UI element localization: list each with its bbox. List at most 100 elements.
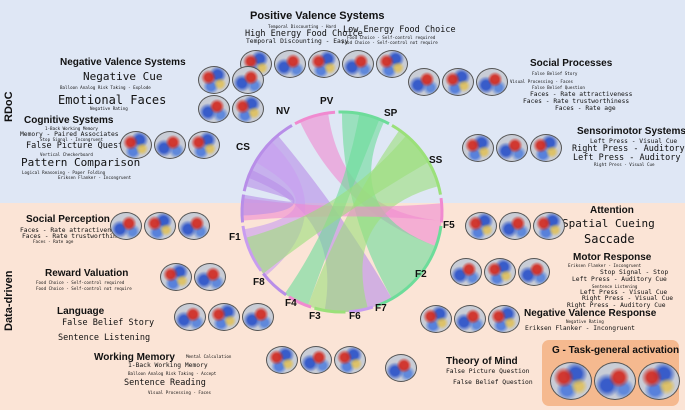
sp-line: Faces - Rate trustworthiness	[523, 98, 630, 105]
brain-map	[530, 134, 562, 162]
sp-line: False Belief Question	[532, 85, 585, 90]
pv-brains	[240, 50, 408, 78]
ss-line: Left Press - Visual Cue	[590, 138, 678, 145]
brain-map	[154, 131, 186, 159]
positive-valence-title: Positive Valence Systems	[250, 10, 385, 22]
brain-map	[454, 305, 486, 333]
task-general-title: G - Task-general activation	[552, 345, 680, 356]
lang-line: False Belief Story	[62, 318, 155, 328]
ss-line: Left Press - Auditory Cue	[573, 153, 685, 163]
chord-label-f4: F4	[285, 298, 297, 309]
rv-line: Food Choice - Self-control required	[36, 280, 125, 285]
mr-line: Sentence Listening	[592, 284, 638, 289]
chord-label-f3: F3	[309, 311, 321, 322]
chord-label-f8: F8	[253, 277, 265, 288]
spc-line: Faces - Rate age	[33, 239, 74, 244]
chord-arc	[375, 225, 443, 308]
brain-map	[533, 212, 565, 240]
att-brains	[465, 212, 565, 240]
language-title: Language	[57, 306, 105, 317]
brain-map	[110, 212, 142, 240]
brain-map	[484, 258, 516, 286]
brain-map	[408, 68, 440, 96]
nv-line: Balloon Analog Risk Taking - Explode	[60, 85, 151, 90]
mr-line: Right Press - Visual Cue	[582, 295, 673, 302]
wm-line: Visual Processing - Faces	[148, 390, 212, 395]
mr-brains	[450, 258, 550, 286]
brain-map	[488, 305, 520, 333]
brain-map	[476, 68, 508, 96]
brain-map	[342, 50, 374, 78]
working-memory-title: Working Memory	[94, 352, 175, 363]
attention-title: Attention	[590, 205, 634, 216]
chord-ribbon	[245, 135, 429, 274]
brain-map	[198, 95, 230, 123]
pv-line: High Energy Food Choice	[245, 29, 363, 39]
chord-arc	[241, 225, 263, 272]
tom-brains	[385, 354, 417, 382]
mr-line: Eriksen Flanker - Incongruent	[568, 263, 642, 268]
wm-line: Sentence Reading	[124, 378, 206, 388]
reward-title: Reward Valuation	[45, 268, 129, 279]
pv-line: Low Energy Food Choice	[343, 25, 456, 35]
cs-line: False Picture Question	[26, 141, 139, 151]
chord-label-ss: SS	[429, 155, 443, 166]
chord-arc	[240, 194, 245, 223]
sensorimotor-title: Sensorimotor Systems	[577, 126, 685, 137]
brain-map	[638, 362, 680, 400]
chord-label-f5: F5	[443, 220, 455, 231]
att-line: Spatial Cueing	[562, 217, 655, 230]
nvr-line: Eriksen Flanker - Incongruent	[525, 325, 635, 332]
negative-valence-title: Negative Valence Systems	[60, 57, 186, 68]
sp-brains	[408, 68, 508, 96]
brain-map	[232, 66, 264, 94]
mr-line: Left Press - Auditory Cue	[572, 276, 667, 283]
nv-brains	[198, 66, 264, 94]
chord-label-f1: F1	[229, 232, 241, 243]
brain-map	[198, 66, 230, 94]
wm-line: Balloon Analog Risk Taking - Accept	[128, 371, 217, 376]
chord-ribbons	[242, 112, 442, 312]
cs-line: 1-Back Working Memory	[45, 126, 98, 131]
spc-line: Faces - Rate attractiveness	[20, 227, 123, 234]
brain-map	[232, 95, 264, 123]
chord-arcs	[240, 110, 444, 314]
ss-line: Right Press - Visual Cue	[594, 162, 655, 167]
cs-line: Pattern Comparison	[21, 156, 141, 169]
brain-map	[499, 212, 531, 240]
cs-line: Vertical Checkerboard	[40, 152, 93, 157]
pv-line: Temporal Discounting - Hard	[268, 24, 337, 29]
brain-map	[462, 134, 494, 162]
brain-map	[450, 258, 482, 286]
chord-ribbon	[307, 130, 439, 312]
pv-line: Food Choice - Self-control required	[347, 35, 436, 40]
att-line: Saccade	[584, 232, 635, 246]
chord-arc	[262, 272, 287, 297]
wm-line: Mental Calculation	[186, 354, 232, 359]
brain-map	[274, 50, 306, 78]
mr-line: Right Press - Auditory Cue	[567, 302, 666, 309]
task-general-brains	[550, 362, 680, 400]
chord-arc	[242, 124, 293, 192]
negative-response-title: Negative Valence Response	[524, 308, 657, 319]
brain-map	[120, 131, 152, 159]
spc-line: Faces - Rate trustworthiness	[22, 233, 129, 240]
chord-arc	[439, 197, 444, 223]
brain-map	[194, 263, 226, 291]
brain-map	[518, 258, 550, 286]
lang-brains	[174, 303, 274, 331]
pv-line: Food Choice - Self-control not require	[342, 40, 438, 45]
cs-line: Stop Signal - Incongruent	[40, 137, 104, 142]
chord-label-cs: CS	[236, 142, 250, 153]
ss-line: Right Press - Auditory Cue	[572, 144, 685, 154]
mr-line: Left Press - Visual Cue	[580, 289, 668, 296]
chord-label-f6: F6	[349, 311, 361, 322]
mr-line: Stop Signal - Stop	[600, 269, 669, 276]
tom-line: False Belief Question	[453, 379, 533, 386]
nvr-line: Negative Rating	[566, 319, 604, 324]
social-processes-title: Social Processes	[530, 58, 613, 69]
brain-map	[174, 303, 206, 331]
chord-arc	[288, 295, 312, 309]
